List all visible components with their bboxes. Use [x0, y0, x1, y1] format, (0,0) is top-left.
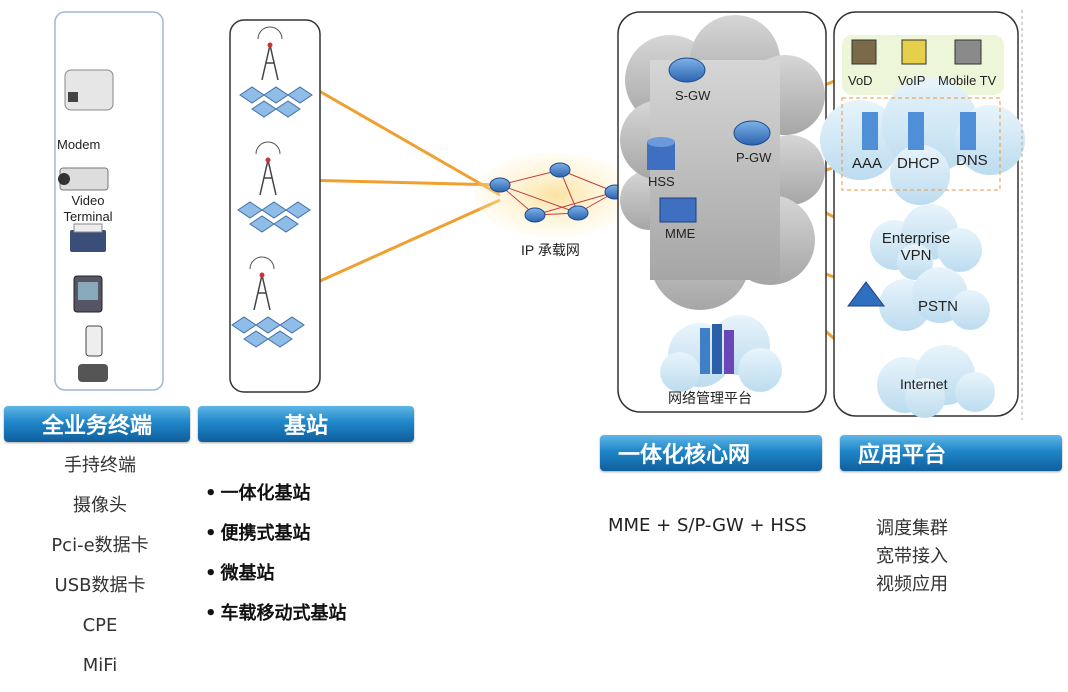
hss-database-icon — [647, 137, 675, 170]
link — [299, 78, 501, 197]
app-service-list: 调度集群 宽带接入 视频应用 — [852, 515, 972, 599]
nms-server-icon — [700, 324, 734, 374]
ip-network-label: IP 承载网 — [521, 242, 580, 258]
app-service-item: 调度集群 — [876, 518, 948, 539]
dns-label: DNS — [956, 152, 988, 169]
vod-icon — [851, 39, 877, 65]
app-platform-banner: 应用平台 — [840, 435, 1062, 471]
link — [299, 178, 501, 187]
terminal-list: 手持终端 摄像头 Pci-e数据卡 USB数据卡 CPE MiFi — [20, 446, 180, 686]
link — [299, 198, 501, 292]
mobile-tv-label: Mobile TV — [938, 73, 997, 88]
base-station-icon — [231, 256, 305, 348]
base-station-item: 一体化基站 — [205, 474, 405, 514]
core-banner: 一体化核心网 — [600, 435, 822, 471]
modem-icon — [64, 69, 114, 111]
base-station-item: 微基站 — [205, 554, 405, 594]
ip-network-cloud — [475, 153, 635, 237]
vod-label: VoD — [848, 73, 873, 88]
terminal-item: 手持终端 — [64, 455, 136, 476]
terminal-item: 摄像头 — [73, 495, 127, 516]
server-group-frame — [841, 97, 1001, 191]
core-formula: MME + S/P-GW + HSS — [608, 515, 807, 536]
pgw-router-icon — [733, 120, 771, 146]
video-phone-icon — [73, 275, 103, 313]
aaa-label: AAA — [852, 155, 883, 172]
vpn-label: Enterprise VPN — [881, 230, 951, 264]
voip-label: VoIP — [898, 73, 926, 88]
terminal-item: CPE — [82, 615, 118, 636]
dhcp-label: DHCP — [897, 155, 940, 172]
mobile-tv-icon — [954, 39, 982, 65]
pstn-label: PSTN — [918, 298, 959, 315]
vpn-cloud — [870, 204, 982, 280]
aaa-server-icon — [862, 112, 878, 150]
nms-label: 网络管理平台 — [668, 390, 752, 406]
desk-phone-icon — [78, 364, 108, 382]
handheld-terminal-icon — [85, 325, 103, 357]
terminal-item: USB数据卡 — [54, 575, 146, 596]
app-service-item: 视频应用 — [876, 574, 948, 595]
pstn-cloud — [879, 267, 990, 331]
video-terminal-label: Video Terminal — [63, 193, 113, 224]
voip-icon — [901, 39, 927, 65]
app-service-item: 宽带接入 — [876, 546, 948, 567]
internet-label: Internet — [900, 376, 948, 392]
mme-label: MME — [665, 226, 696, 241]
hss-label: HSS — [648, 174, 675, 189]
pgw-label: P-GW — [736, 150, 772, 165]
base-station-icon — [237, 141, 311, 233]
internet-cloud — [877, 345, 995, 418]
base-station-item: 车载移动式基站 — [205, 594, 405, 634]
sgw-router-icon — [668, 57, 706, 83]
camera-icon — [58, 167, 109, 191]
terminal-item: Pci-e数据卡 — [51, 535, 149, 556]
terminals-banner: 全业务终端 — [4, 406, 190, 442]
dhcp-server-icon — [908, 112, 924, 150]
base-station-icon — [239, 26, 313, 118]
mme-icon — [659, 197, 697, 223]
base-station-banner: 基站 — [198, 406, 414, 442]
base-station-item: 便携式基站 — [205, 514, 405, 554]
sgw-label: S-GW — [675, 88, 711, 103]
modem-label: Modem — [57, 137, 101, 152]
core-cloud — [620, 15, 825, 310]
pstn-switch-icon — [847, 281, 885, 307]
dns-server-icon — [960, 112, 976, 150]
base-station-list: 一体化基站 便携式基站 微基站 车载移动式基站 — [205, 474, 405, 634]
terminal-item: MiFi — [82, 655, 118, 676]
printer-icon — [70, 223, 106, 252]
